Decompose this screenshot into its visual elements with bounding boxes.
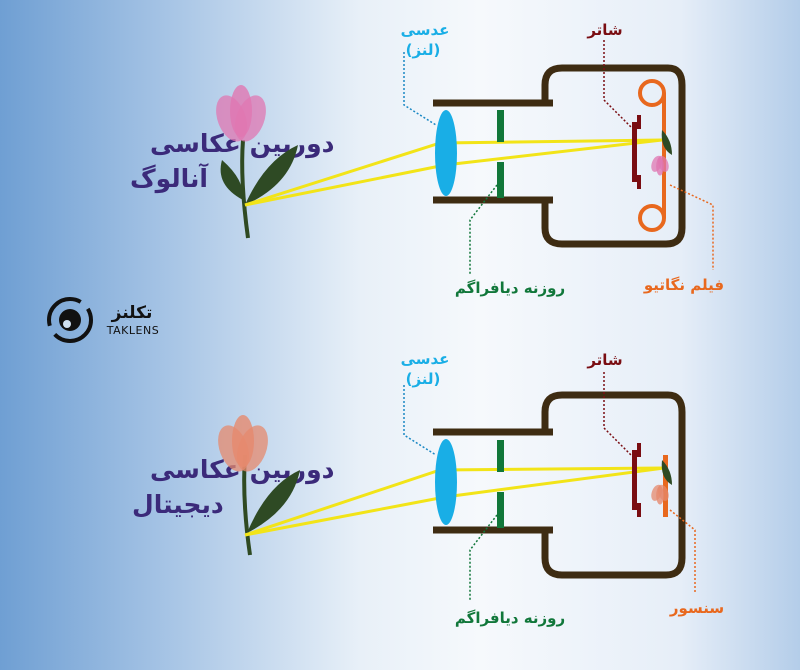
diaphragm-label: روزنه دیافراگم [455,279,565,297]
lens-label-sub: (لنز) [406,370,441,388]
digital-panel: دوربین عکاسی دیجیتال [132,350,724,627]
shutter-label: شاتر [586,21,622,39]
lens-icon [435,439,457,525]
diaphragm [497,110,504,198]
logo-text-fa: تکلنز [111,303,153,323]
camera-body [433,64,686,248]
leader-lines [403,40,714,275]
flower-object [210,85,298,239]
lens-label: عدسی [401,21,450,39]
projected-image [649,460,672,505]
lens-icon [435,110,457,196]
film-label: فیلم نگاتیو [643,276,724,294]
taklens-logo: تکلنز TAKLENS [47,297,159,343]
diaphragm-label: روزنه دیافراگم [455,609,565,627]
shutter-label: شاتر [586,351,622,369]
shutter [632,443,641,517]
logo-text-en: TAKLENS [106,324,159,337]
sensor [663,455,668,517]
sensor-label: سنسور [669,599,724,617]
camera-body [433,391,686,579]
leader-lines [403,372,696,600]
analog-panel: دوربین عکاسی آنالوگ [130,21,724,297]
flower-object [212,415,300,556]
negative-film [638,79,666,232]
projected-image [649,130,672,176]
lens-label-sub: (لنز) [406,41,441,59]
shutter [632,115,641,189]
lens-label: عدسی [401,350,450,368]
diaphragm [497,440,504,528]
analog-title-line2: آنالوگ [130,163,209,194]
digital-title-line2: دیجیتال [132,490,224,519]
